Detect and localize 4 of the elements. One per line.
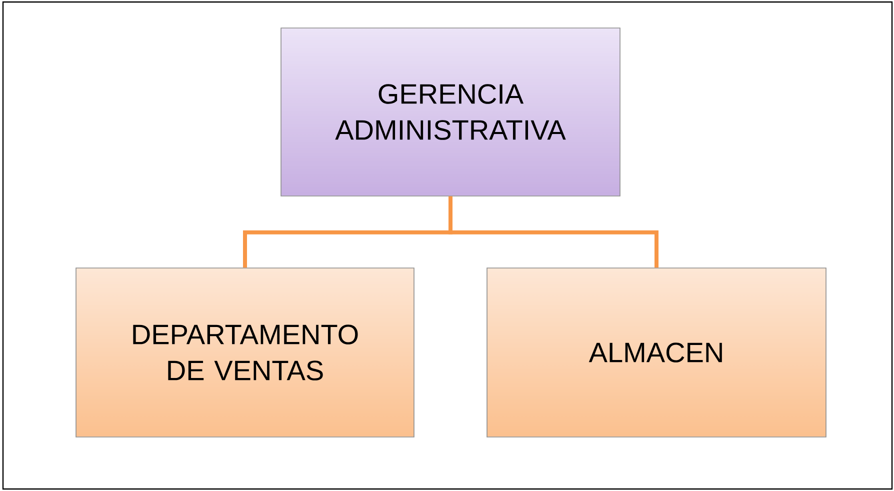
org-box: DEPARTAMENTO DE VENTAS — [76, 268, 414, 438]
org-box: ALMACEN — [486, 268, 826, 438]
org-box: GERENCIA ADMINISTRATIVA — [280, 28, 620, 196]
connector — [448, 196, 658, 268]
